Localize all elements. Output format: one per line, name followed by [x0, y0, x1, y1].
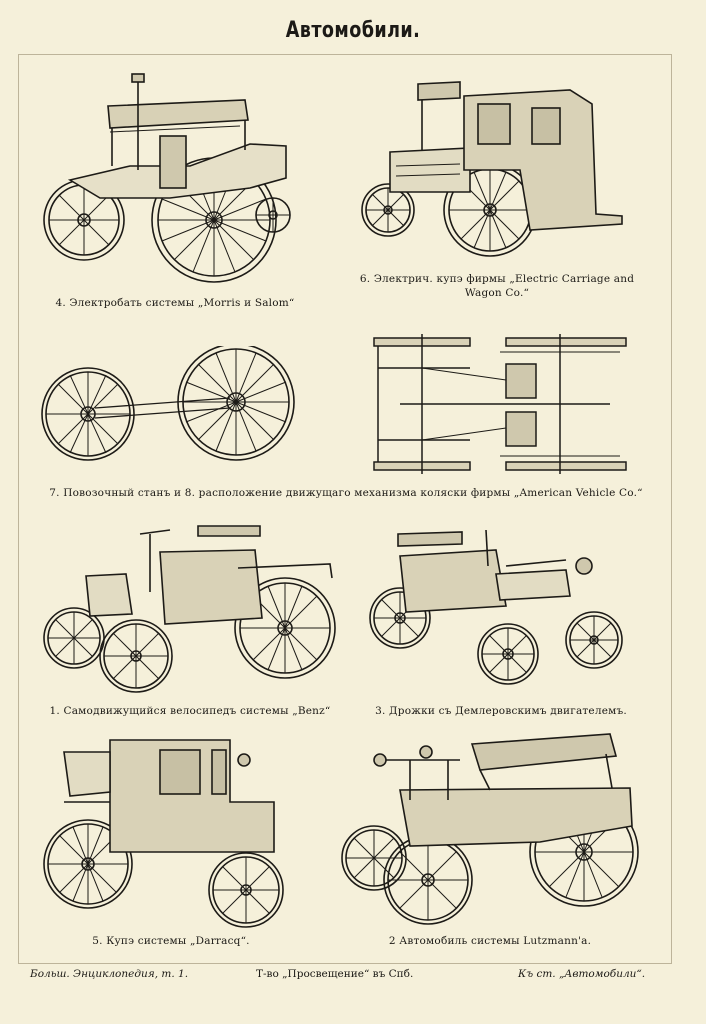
caption-fig3: 3. Дрожки съ Демлеровскимъ двигателемъ. [375, 705, 627, 717]
footer-article-reference: Къ ст. „Автомобили“. [518, 968, 646, 980]
illustration-darracq-coupe [40, 732, 302, 932]
plate-title: Автомобили. [285, 18, 421, 43]
caption-fig2: 2 Автомобиль системы Lutzmann'a. [388, 935, 592, 947]
illustration-daimler-droshky [366, 526, 628, 696]
caption-fig6: 6. Электрич. купэ фирмы „Electric Carria… [352, 272, 642, 300]
illustration-benz-velocipede [40, 522, 340, 697]
footer-publisher: Т-во „Просвещение“ въ Спб. [256, 968, 414, 980]
caption-fig1: 1. Самодвижущийся велосипедъ системы „Be… [49, 705, 331, 717]
illustration-carriage-chassis [40, 346, 300, 461]
illustration-lutzmann-automobile [340, 730, 640, 930]
caption-fig6-line1: 6. Электрич. купэ фирмы „Electric Carria… [359, 273, 635, 285]
illustration-drive-mechanism [370, 328, 632, 478]
footer-encyclopedia-volume: Больш. Энциклопедия, т. 1. [30, 968, 189, 980]
caption-fig4: 4. Электробать системы „Morris и Salom“ [55, 297, 295, 309]
caption-fig6-line2: Wagon Co.“ [464, 287, 530, 299]
illustration-electrobat-morris-salom [40, 70, 310, 290]
illustration-electric-carriage-coupe [360, 74, 630, 264]
caption-fig7-8: 7. Повозочный станъ и 8. расположение дв… [49, 487, 643, 499]
caption-fig5: 5. Купэ системы „Darracq“. [92, 935, 250, 947]
plate-frame [18, 54, 672, 964]
